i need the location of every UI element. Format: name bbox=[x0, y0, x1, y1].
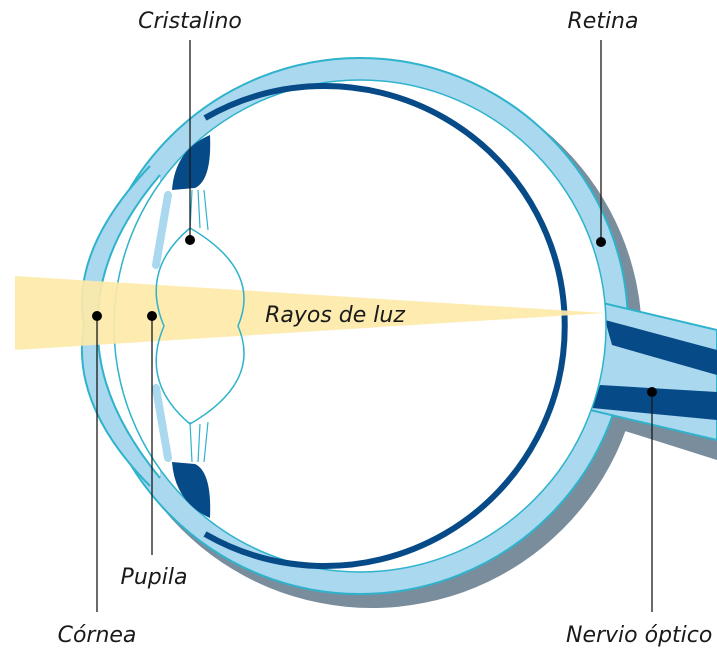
pupila-marker bbox=[147, 311, 157, 321]
nervio-marker bbox=[647, 387, 657, 397]
cristalino-marker bbox=[185, 235, 195, 245]
pupila-label: Pupila bbox=[121, 565, 188, 590]
rayos-label: Rayos de luz bbox=[265, 303, 405, 328]
cornea-label: Córnea bbox=[58, 623, 137, 648]
retina-label: Retina bbox=[568, 9, 639, 34]
cristalino-label: Cristalino bbox=[138, 9, 242, 34]
retina-marker bbox=[596, 237, 606, 247]
cornea-marker bbox=[92, 311, 102, 321]
nervio-label: Nervio óptico bbox=[566, 623, 712, 648]
